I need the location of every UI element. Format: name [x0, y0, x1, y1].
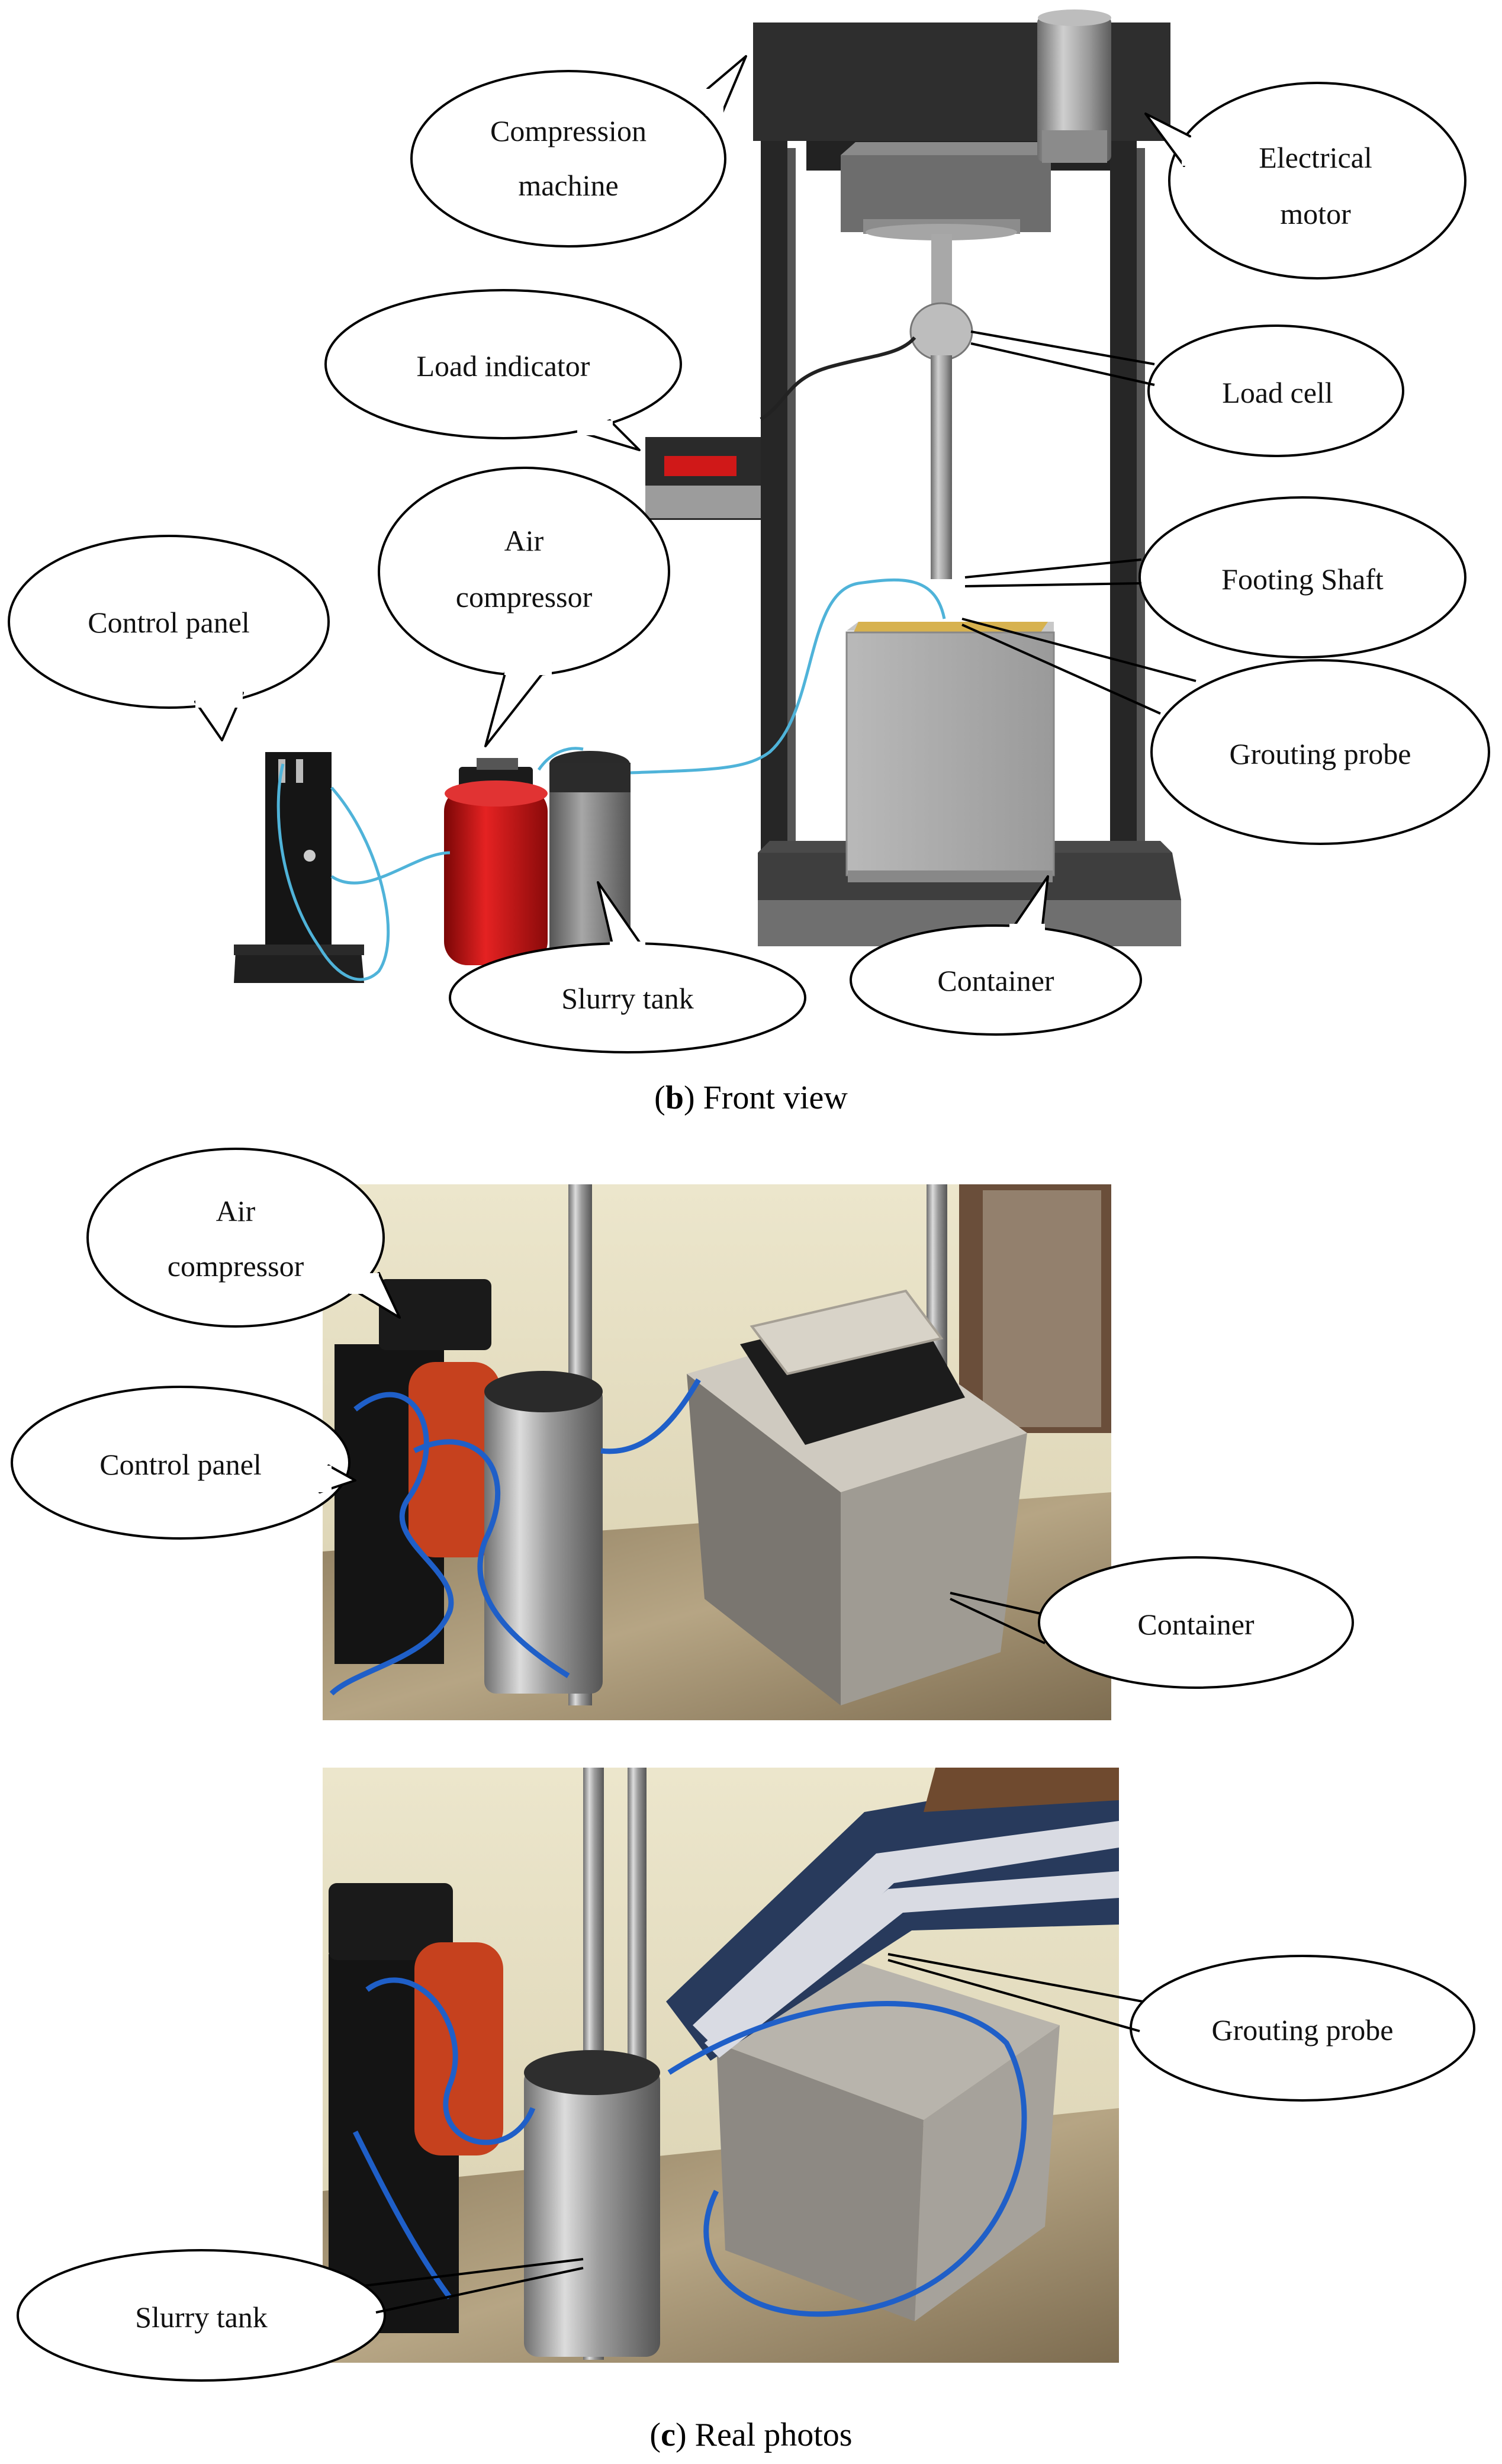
callout-photo2-grouting-probe: Grouting probe [887, 1953, 1475, 2102]
callout-photo1-control-panel: Control panel [11, 1386, 356, 1540]
real-photo-1 [323, 1184, 1111, 1720]
footing-shaft [909, 234, 973, 579]
callout-load-cell: Load cell [970, 325, 1404, 457]
caption-real-photos: (c) Real photos [649, 2417, 853, 2453]
label-photo2-grouting-probe: Grouting probe [1212, 2013, 1394, 2047]
callout-electrical-motor: Electrical motor [1144, 82, 1466, 280]
real-photo-2 [323, 1768, 1119, 2363]
photo2-callouts: Grouting probe Slurry tank [17, 1953, 1475, 2382]
load-indicator [645, 336, 916, 520]
label-photo1-air-compressor-1: Air [216, 1194, 256, 1228]
caption-real-photos-letter: c [661, 2417, 676, 2453]
air-compressor [444, 758, 548, 965]
label-grouting-probe: Grouting probe [1230, 737, 1411, 770]
label-compression-machine-1: Compression [490, 114, 647, 147]
container [845, 622, 1055, 882]
label-photo1-air-compressor-2: compressor [168, 1249, 304, 1283]
callout-slurry-tank: Slurry tank [449, 881, 806, 1053]
electrical-motor [1037, 9, 1111, 163]
caption-front-view-letter: b [665, 1080, 684, 1116]
label-electrical-motor-1: Electrical [1259, 141, 1372, 174]
label-air-compressor-1: Air [504, 524, 544, 557]
caption-front-view: (b) Front view [654, 1080, 848, 1116]
front-view-diagram: Compression machine Electrical motor Loa… [8, 9, 1490, 1053]
label-footing-shaft: Footing Shaft [1221, 563, 1384, 596]
control-panel [234, 752, 364, 983]
caption-front-view-text: Front view [703, 1080, 848, 1116]
callout-container: Container [850, 875, 1142, 1036]
callout-load-indicator: Load indicator [324, 289, 682, 451]
callout-control-panel: Control panel [8, 535, 330, 741]
caption-real-photos-text: Real photos [694, 2417, 853, 2453]
label-photo2-slurry-tank: Slurry tank [135, 2301, 268, 2334]
label-load-cell: Load cell [1222, 376, 1333, 409]
label-slurry-tank: Slurry tank [561, 982, 694, 1015]
label-electrical-motor-2: motor [1280, 197, 1351, 230]
label-control-panel: Control panel [88, 606, 250, 639]
label-air-compressor-2: compressor [456, 580, 593, 613]
label-photo1-container: Container [1137, 1608, 1255, 1641]
label-compression-machine-2: machine [518, 169, 618, 202]
callout-grouting-probe: Grouting probe [961, 618, 1490, 845]
callout-footing-shaft: Footing Shaft [964, 496, 1466, 658]
label-load-indicator: Load indicator [417, 349, 590, 383]
photo1-callouts: Air compressor Control panel Container [11, 1148, 1354, 1689]
callout-compression-machine: Compression machine [410, 55, 747, 248]
callout-air-compressor: Air compressor [378, 467, 670, 747]
hose-lines [276, 578, 946, 981]
label-photo1-control-panel: Control panel [99, 1448, 262, 1481]
callout-photo1-air-compressor: Air compressor [86, 1148, 401, 1328]
photo2-person-arm [666, 1768, 1119, 2061]
callout-photo2-slurry-tank: Slurry tank [17, 2249, 584, 2382]
callout-photo1-container: Container [950, 1556, 1354, 1689]
label-container: Container [937, 964, 1054, 997]
